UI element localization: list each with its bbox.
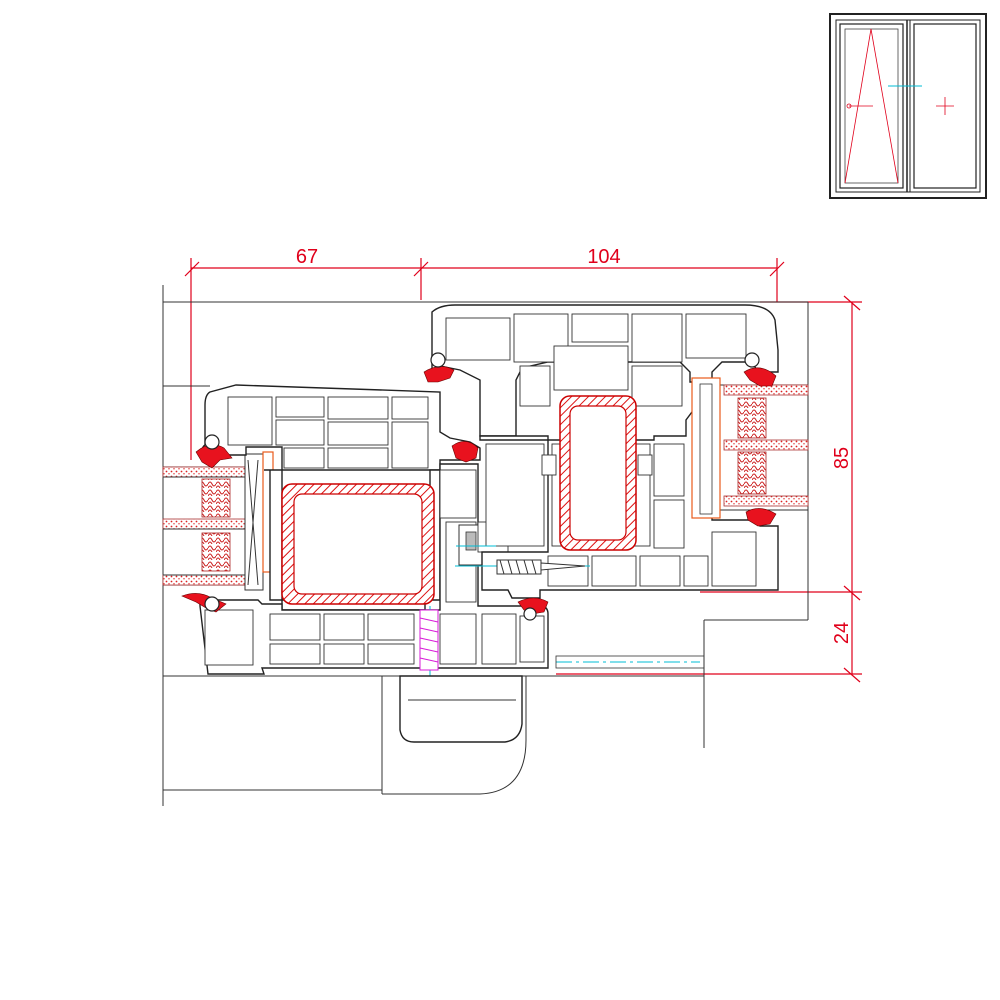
dimension-sash-width-label: 67 (296, 246, 318, 268)
thumbnail-right-fixed-pane (913, 23, 977, 189)
window-elevation-thumbnail (829, 13, 987, 199)
dimension-bottom-offset-label: 24 (831, 622, 853, 644)
frame-top-chambers (445, 313, 747, 407)
sash-profile (199, 384, 549, 675)
dimension-frame-width-label: 104 (587, 246, 620, 268)
dimension-frame-depth-label: 85 (831, 447, 853, 469)
centerline-markers (456, 545, 705, 669)
gaskets (181, 352, 777, 621)
left-glazing-unit (162, 451, 274, 591)
thumbnail-left-sash (839, 23, 904, 189)
dimension-frame-width: 104 (420, 246, 785, 302)
drain-insert (399, 675, 523, 743)
right-glazing-unit (691, 377, 809, 519)
sash-top-chambers (227, 396, 429, 469)
dimension-bottom-offset: 24 (556, 592, 862, 683)
mounting-screw-horizontal (455, 559, 590, 575)
frame-bottom-chambers (547, 555, 709, 587)
